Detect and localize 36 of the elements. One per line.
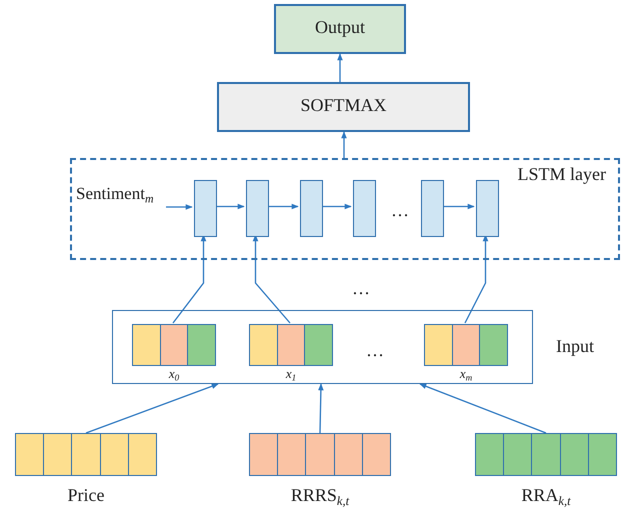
vector-label: RRA$_{k,t}$ bbox=[520, 485, 572, 509]
arrow bbox=[337, 53, 343, 82]
input-label: Sentiment$_{m}$ bbox=[76, 184, 154, 207]
vector-label: x$_{1}$ bbox=[284, 366, 298, 383]
feature-vector bbox=[132, 324, 216, 382]
box-label: Output bbox=[314, 17, 366, 38]
lstm-cell bbox=[476, 180, 499, 237]
arrow bbox=[341, 131, 347, 158]
lstm-cell bbox=[421, 180, 444, 237]
arrow bbox=[215, 204, 245, 210]
arrow bbox=[442, 204, 475, 210]
arrow bbox=[321, 204, 352, 210]
arrow bbox=[419, 383, 546, 434]
arrow bbox=[86, 383, 219, 434]
box-label: SOFTMAX bbox=[299, 95, 388, 116]
vector-label: RRRS$_{k,t}$ bbox=[290, 485, 350, 509]
feature-vector bbox=[249, 324, 333, 382]
lstm-layer-box bbox=[70, 158, 620, 260]
vector-label: x$_{m}$ bbox=[458, 366, 474, 383]
lstm-cell bbox=[300, 180, 323, 237]
output-box bbox=[274, 4, 406, 54]
input-label: Input bbox=[556, 336, 594, 357]
lstm-cell bbox=[194, 180, 217, 237]
arrow bbox=[166, 204, 193, 210]
lstm-cell bbox=[246, 180, 269, 237]
feature-vector bbox=[424, 324, 508, 382]
lstm-cell bbox=[353, 180, 376, 237]
vector-label: x$_{0}$ bbox=[168, 366, 180, 383]
ellipsis-label: … bbox=[366, 340, 384, 361]
layer-label: LSTM layer bbox=[518, 164, 606, 185]
ellipsis-label: … bbox=[391, 200, 409, 221]
vector-label: Price bbox=[66, 485, 106, 506]
softmax-box bbox=[217, 82, 470, 132]
arrow bbox=[318, 383, 324, 434]
arrow bbox=[267, 204, 299, 210]
ellipsis-label: … bbox=[352, 278, 370, 299]
